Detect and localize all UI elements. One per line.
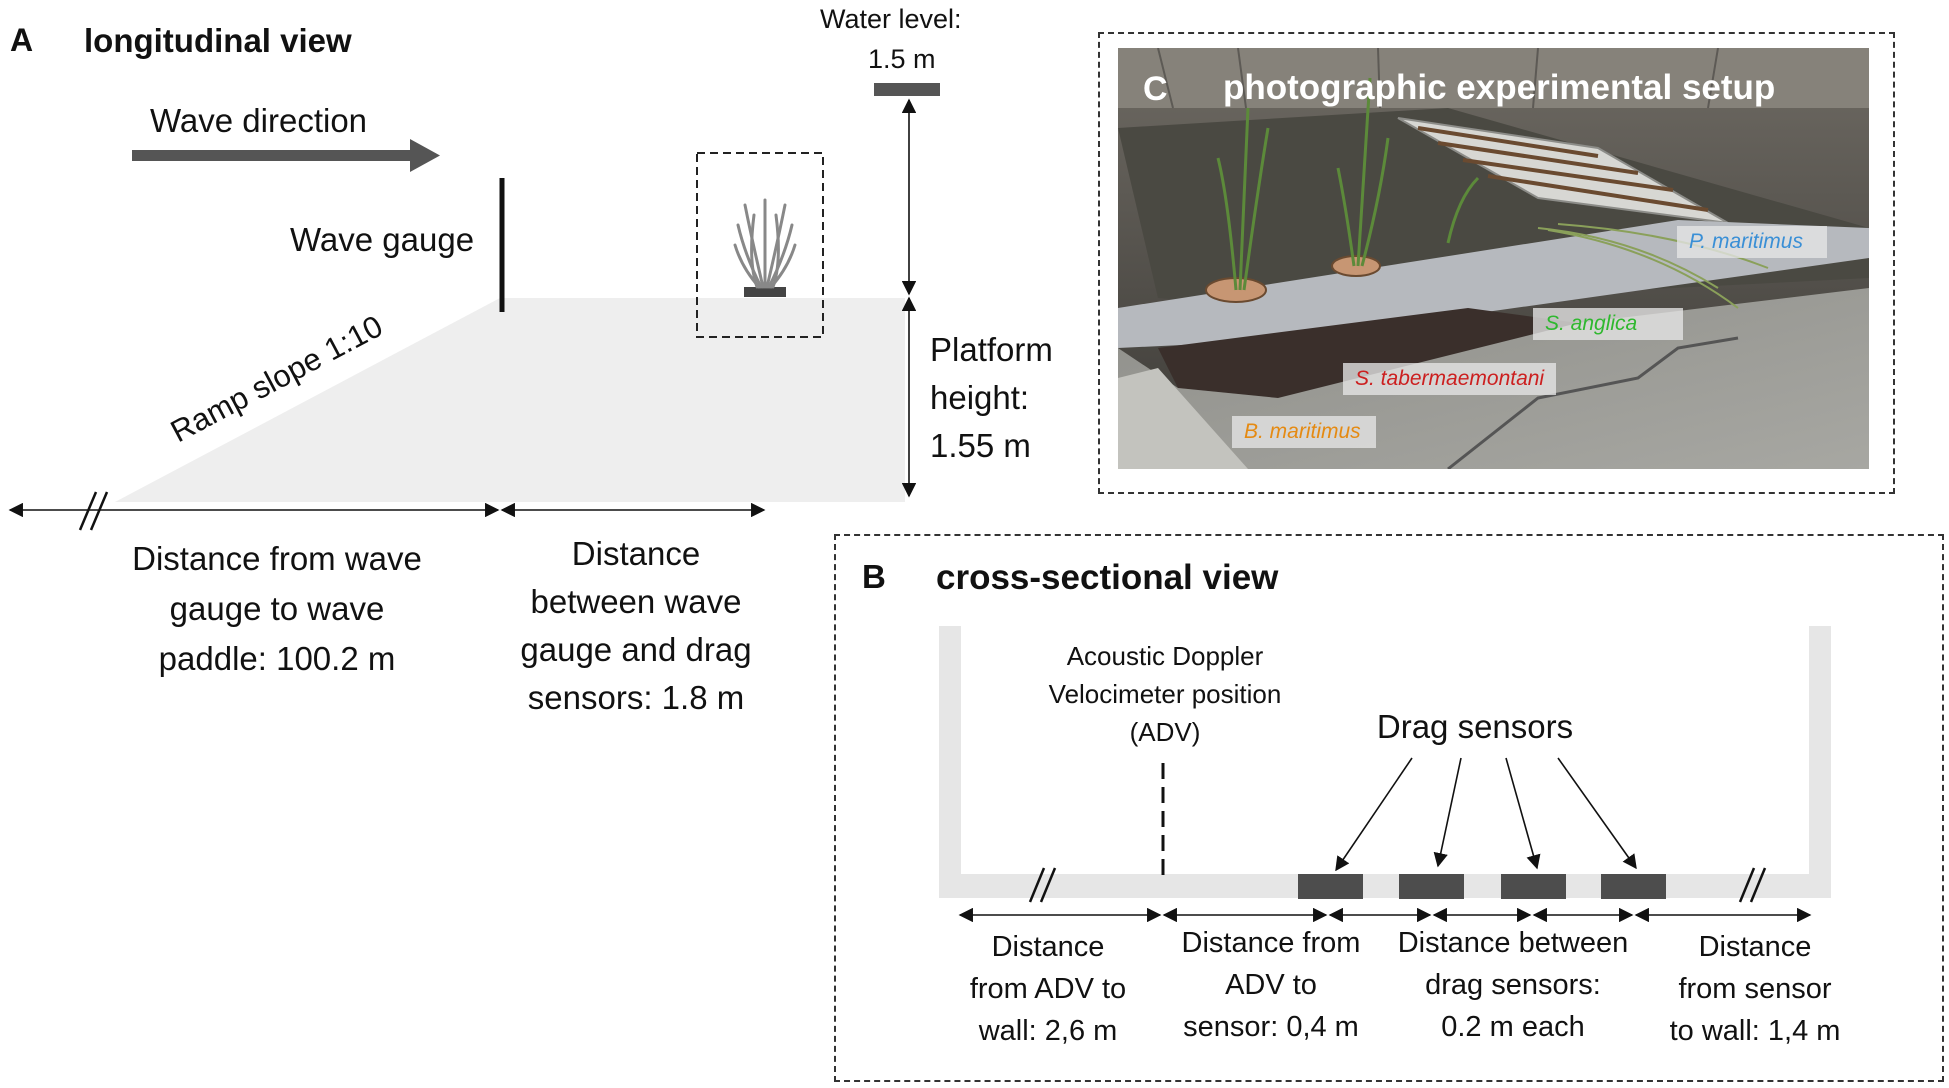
dist-adv-sensor-label: Distance from ADV to sensor: 0,4 m [1160, 922, 1382, 1048]
adv-label-line-2: Velocimeter position [1048, 679, 1282, 709]
platform-height-label: Platform height: 1.55 m [930, 326, 1053, 470]
panel-c-letter: C [1143, 70, 1168, 108]
species-label-s-tabermaemontani: S. tabermaemontani [1343, 363, 1557, 395]
species-label-s-anglica: S. anglica [1533, 308, 1683, 340]
experimental-setup-photo [1118, 48, 1869, 469]
platform-height-line-1: Platform [930, 331, 1053, 368]
dist-paddle-line-3: paddle: 100.2 m [158, 640, 396, 677]
ramp-platform [115, 298, 905, 502]
wave-direction-arrow [132, 139, 440, 172]
adv-label-line-1: Acoustic Doppler [1066, 641, 1264, 671]
drag-sensor-4 [1601, 874, 1666, 899]
dist-gauge-sensors-line-2: between wave [530, 583, 742, 620]
dist-paddle-line-1: Distance from wave [132, 540, 422, 577]
dist-sensor-wall-line-2: from sensor [1678, 973, 1832, 1005]
dist-gauge-sensors-line-1: Distance [571, 535, 701, 572]
dist-adv-sensor-line-2: ADV to [1225, 969, 1317, 1001]
dist-adv-wall-line-2: from ADV to [969, 973, 1127, 1005]
wave-gauge-label: Wave gauge [290, 221, 475, 258]
dist-sensor-wall-label: Distance from sensor to wall: 1,4 m [1645, 926, 1865, 1052]
adv-label: Acoustic Doppler Velocimeter position (A… [1020, 637, 1310, 751]
wave-direction-label: Wave direction [150, 102, 368, 139]
dist-sensor-wall-line-1: Distance [1698, 931, 1812, 963]
adv-label-line-3: (ADV) [1129, 717, 1201, 747]
species-label-b-maritimus: B. maritimus [1232, 416, 1376, 448]
drag-sensor-3 [1501, 874, 1566, 899]
panel-a-title: longitudinal view [84, 22, 352, 59]
panel-c-title: photographic experimental setup [1223, 68, 1776, 107]
water-level-value: 1.5 m [868, 44, 936, 74]
dist-gauge-sensors-label: Distance between wave gauge and drag sen… [505, 530, 767, 722]
platform-height-line-3: 1.55 m [930, 427, 1031, 464]
panel-a-letter: A [10, 22, 34, 58]
dist-paddle-label: Distance from wave gauge to wave paddle:… [112, 534, 442, 684]
drag-sensors-label: Drag sensors [1376, 708, 1574, 745]
dist-gauge-sensors-line-3: gauge and drag [520, 631, 752, 668]
water-level-marker [874, 83, 940, 96]
drag-sensor-1 [1298, 874, 1363, 899]
dist-adv-sensor-line-3: sensor: 0,4 m [1183, 1011, 1359, 1043]
dist-adv-wall-label: Distance from ADV to wall: 2,6 m [948, 926, 1148, 1052]
dist-sensor-wall-line-3: to wall: 1,4 m [1669, 1015, 1841, 1047]
dist-between-line-3: 0.2 m each [1441, 1011, 1585, 1043]
dist-adv-wall-line-3: wall: 2,6 m [978, 1015, 1118, 1047]
panel-b-title: cross-sectional view [936, 558, 1279, 597]
dist-gauge-sensors-line-4: sensors: 1.8 m [527, 679, 745, 716]
dist-adv-sensor-line-1: Distance from [1181, 927, 1361, 959]
panel-c-frame [1098, 32, 1895, 494]
drag-sensor-2 [1399, 874, 1464, 899]
panel-b-frame [834, 534, 1944, 1082]
photo-illustration [1118, 48, 1869, 469]
dist-between-label: Distance between drag sensors: 0.2 m eac… [1382, 922, 1644, 1048]
channel-cross-section [939, 626, 1831, 898]
axis-break-mark-b [1028, 867, 1767, 903]
drag-sensor-pointers [1335, 757, 1637, 872]
drag-sensor-blocks [1298, 874, 1666, 899]
water-level-label: Water level: [820, 4, 962, 34]
dist-paddle-line-2: gauge to wave [169, 590, 385, 627]
axis-break-mark-a [78, 491, 109, 531]
plant-sensor-box [696, 152, 824, 338]
dist-between-line-2: drag sensors: [1425, 969, 1601, 1001]
species-label-p-maritimus: P. maritimus [1677, 226, 1827, 258]
dist-adv-wall-line-1: Distance [991, 931, 1105, 963]
platform-height-line-2: height: [930, 379, 1030, 416]
dist-between-line-1: Distance between [1397, 927, 1629, 959]
panel-b-letter: B [862, 558, 886, 595]
